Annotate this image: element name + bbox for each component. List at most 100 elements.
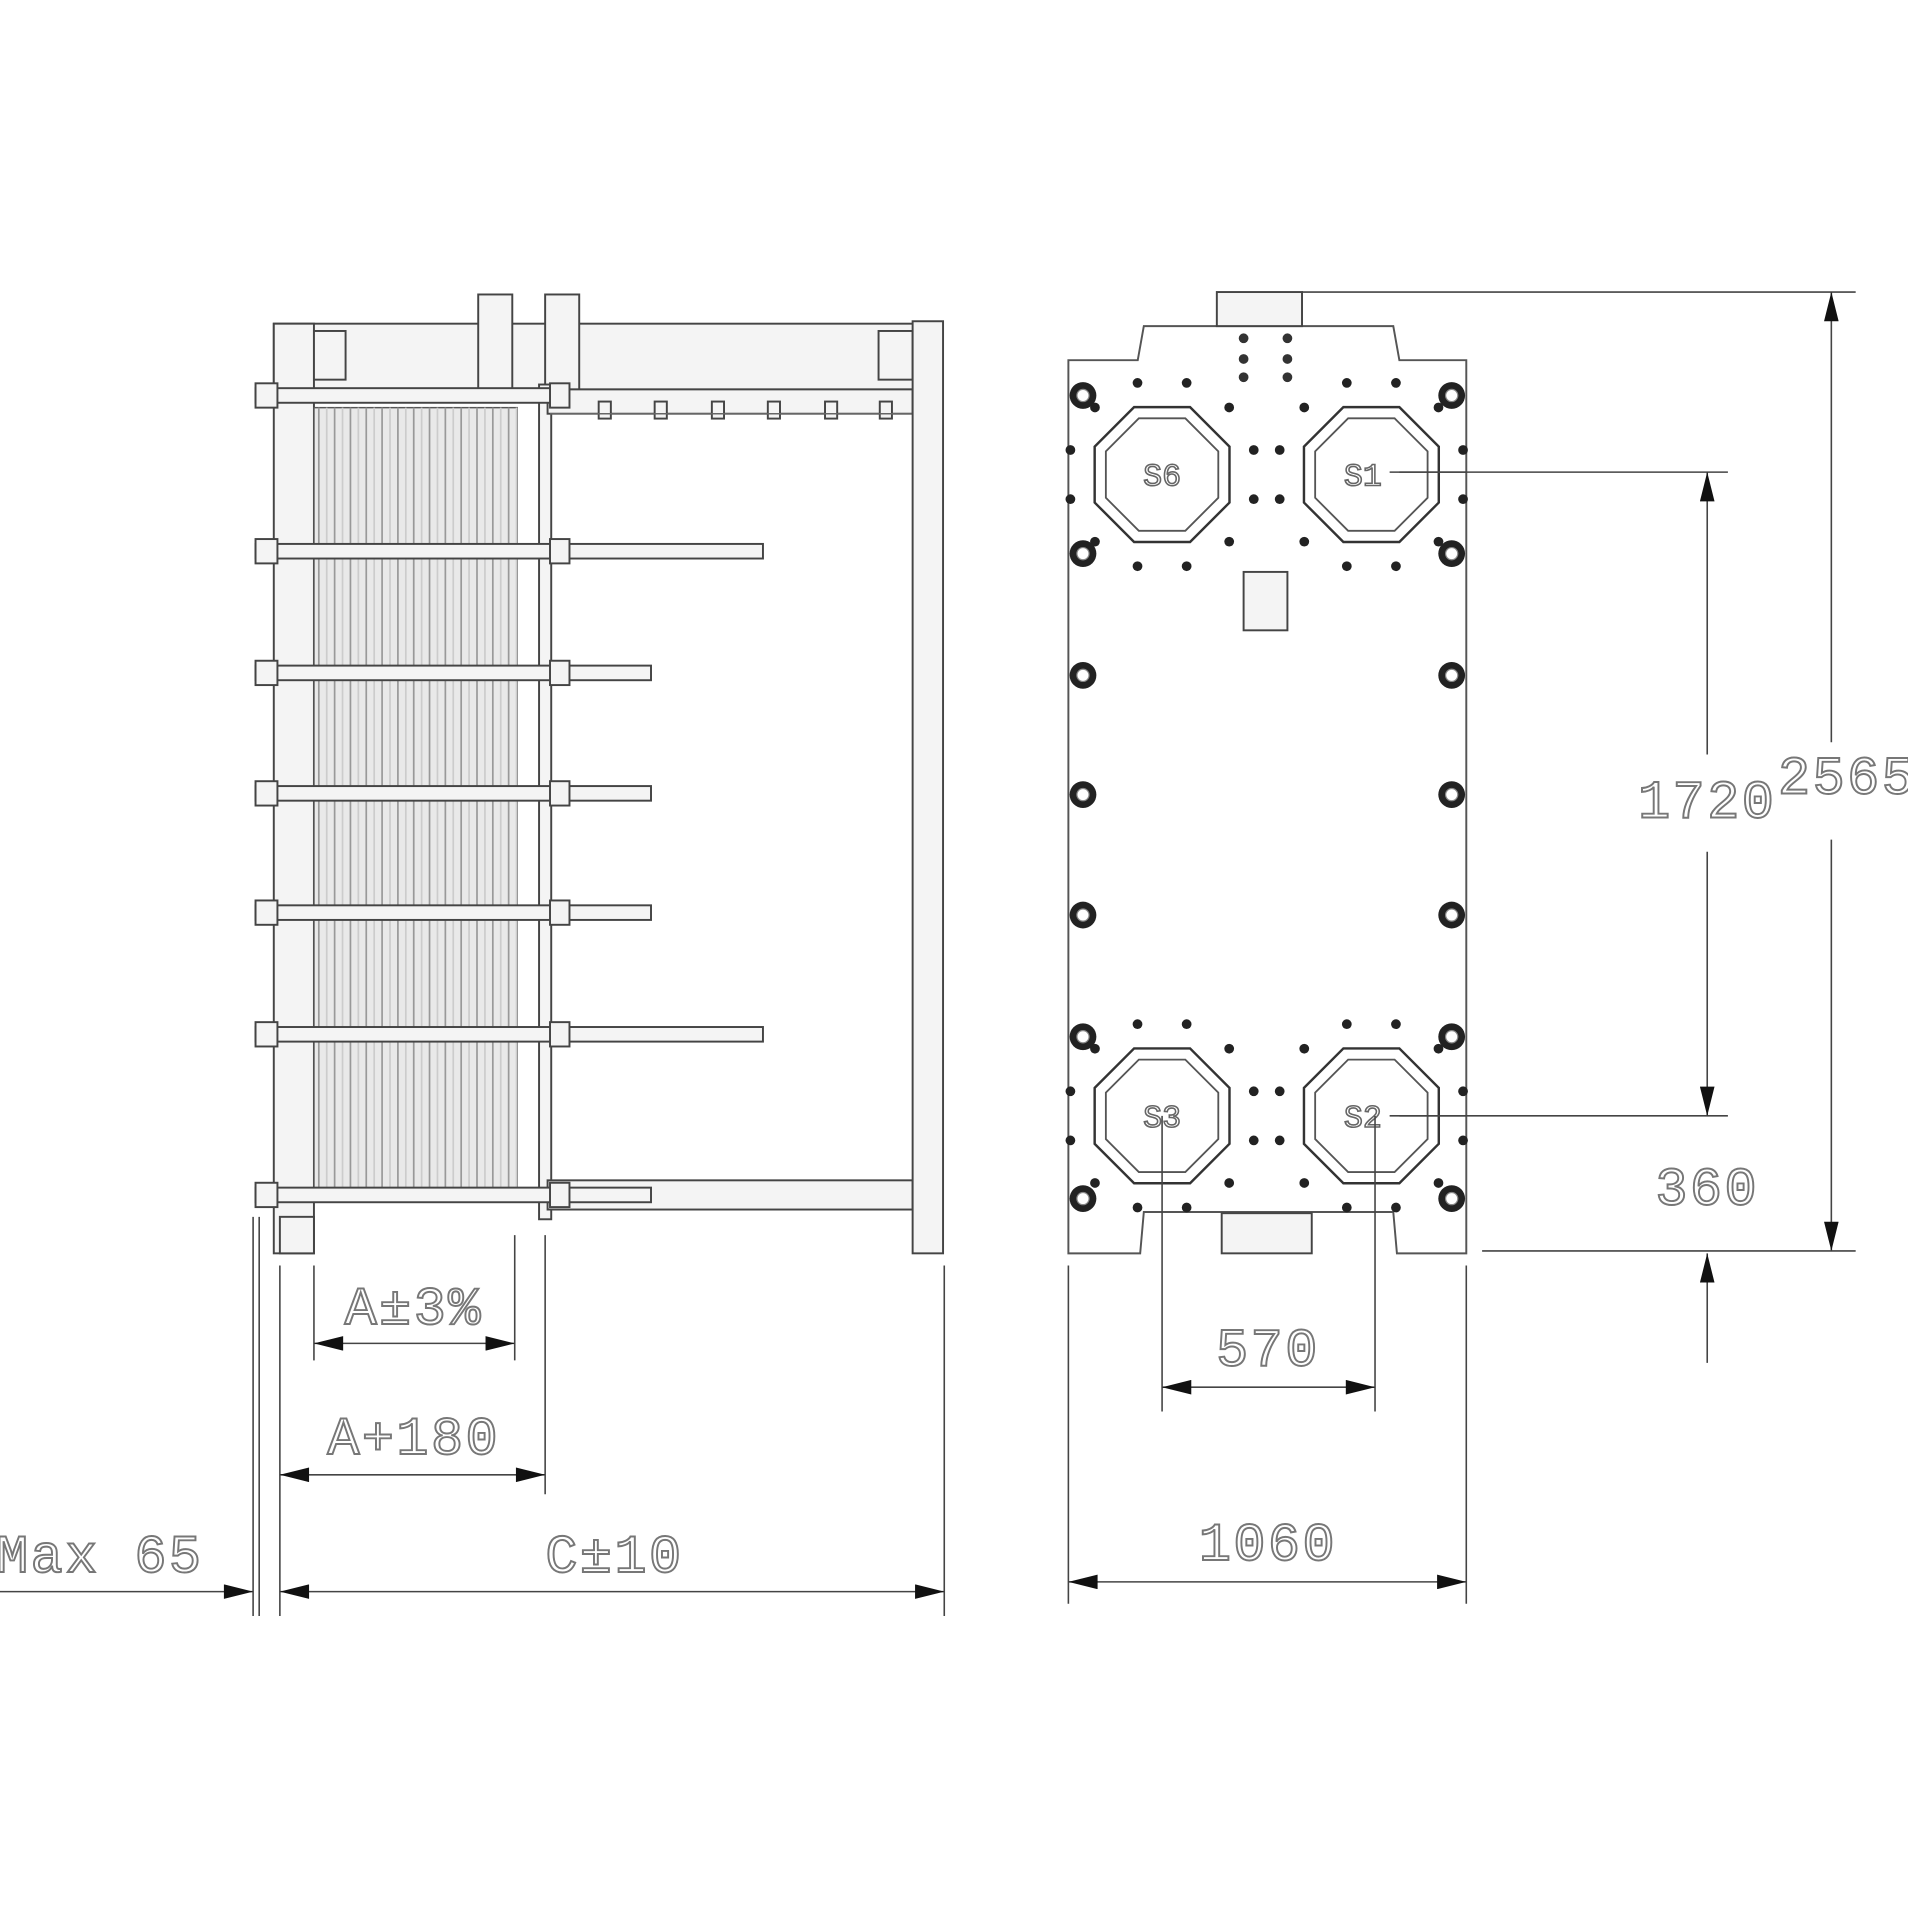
bolt-hole-icon	[1444, 1191, 1459, 1206]
dim-a-tolerance-label: A±3%	[345, 1280, 483, 1341]
port-bolt-icon	[1458, 494, 1468, 504]
port-bolt-icon	[1181, 1202, 1192, 1213]
port-bolt-icon	[1299, 1043, 1310, 1054]
port-label-s2: S2	[1344, 1102, 1382, 1137]
dim-570-label: 570	[1216, 1321, 1320, 1382]
port-bolt-icon	[1433, 1043, 1444, 1054]
port-bolt-icon	[1433, 536, 1444, 547]
port-bolt-icon	[1299, 536, 1310, 547]
hanger	[824, 400, 839, 420]
port-label-s1: S1	[1344, 461, 1382, 496]
port-bolt-icon	[1090, 1043, 1100, 1054]
bolt-nut	[549, 1181, 571, 1209]
port-bolt-icon	[1224, 1043, 1235, 1054]
port-bolt-icon	[1065, 494, 1076, 504]
bolt-nut	[254, 1181, 279, 1209]
tie-bolt	[254, 542, 764, 560]
port-label-s6: S6	[1143, 461, 1181, 496]
port-bolt-icon	[1224, 536, 1235, 547]
port-bolt-icon	[1341, 1202, 1352, 1213]
port-bolt-icon	[1274, 1086, 1285, 1097]
bolt-nut	[549, 1021, 571, 1048]
hanger-hole-icon	[1238, 372, 1249, 383]
port-bolt-icon	[1391, 1202, 1401, 1213]
port-gasket-outer	[1302, 405, 1441, 544]
top-hanger	[1215, 291, 1303, 328]
hanger	[766, 400, 781, 420]
tie-bolt	[254, 785, 652, 802]
side-view: A±3% A+180 C±10 Max 65	[0, 293, 946, 1616]
top-lug-right	[544, 293, 581, 391]
bolt-hole-icon	[1076, 546, 1090, 561]
plate-outline	[1067, 325, 1468, 1255]
frame-foot	[278, 1215, 315, 1255]
bolt-nut	[549, 538, 571, 565]
bolt-nut	[549, 659, 571, 687]
port-bolt-icon	[1181, 378, 1192, 388]
port-bolt-icon	[1224, 1178, 1235, 1188]
tie-bolt	[254, 1026, 764, 1043]
port-bolt-icon	[1065, 1135, 1076, 1146]
port-gasket-inner	[1104, 417, 1220, 532]
bolt-hole-icon	[1444, 388, 1459, 403]
bolt-nut	[549, 899, 571, 926]
port-bolt-icon	[1090, 536, 1100, 547]
port-bolt-icon	[1458, 1135, 1468, 1146]
bolt-nut	[254, 1021, 279, 1048]
bolt-nut	[254, 780, 279, 807]
port-gasket-inner	[1104, 1058, 1220, 1173]
port-bolt-icon	[1341, 561, 1352, 572]
bolt-hole-icon	[1076, 908, 1090, 922]
bolt-hole-icon	[1444, 787, 1459, 802]
port-bolt-icon	[1248, 445, 1259, 455]
port-bolt-icon	[1132, 561, 1143, 572]
hanger-hole-icon	[1282, 372, 1293, 383]
port-bolt-icon	[1065, 1086, 1076, 1097]
port-bolt-icon	[1458, 445, 1468, 455]
port-bolt-icon	[1299, 402, 1310, 413]
port-bolt-icon	[1341, 378, 1352, 388]
bolt-nut	[549, 780, 571, 807]
bolt-nut	[254, 382, 279, 409]
hanger	[878, 400, 893, 420]
ports	[1065, 378, 1468, 1213]
side-dimensions: A±3% A+180 C±10 Max 65	[0, 1216, 946, 1616]
port-bolt-icon	[1274, 445, 1285, 455]
bolt-hole-icon	[1076, 388, 1090, 403]
port-bolt-icon	[1341, 1019, 1352, 1030]
nameplate	[1242, 570, 1289, 632]
bolt-hole-icon	[1444, 908, 1459, 922]
hanger-hole-icon	[1282, 333, 1293, 344]
port-gasket-outer	[1302, 1047, 1441, 1185]
port-bolt-icon	[1391, 378, 1401, 388]
bolt-hole-icon	[1076, 1030, 1090, 1044]
port-bolt-icon	[1248, 1135, 1259, 1146]
port-bolt-icon	[1090, 402, 1100, 413]
bolt-nut	[254, 659, 279, 687]
hanger	[653, 400, 668, 420]
bottom-guide-slot	[1220, 1212, 1313, 1255]
port-bolt-icon	[1248, 494, 1259, 504]
bolt-hole-icon	[1444, 668, 1459, 683]
port-bolt-icon	[1433, 402, 1444, 413]
hanger-hole-icon	[1282, 354, 1293, 364]
bolt-nut	[254, 899, 279, 926]
port-gasket-outer	[1093, 1047, 1231, 1185]
hanger	[710, 400, 725, 420]
port-bolt-icon	[1132, 378, 1143, 388]
dim-2565-label: 2565	[1778, 749, 1908, 810]
bolt-nut	[254, 538, 279, 565]
tie-bolts	[254, 382, 764, 1209]
tie-bolt	[254, 664, 652, 682]
dim-c-tolerance-label: C±10	[545, 1528, 683, 1589]
hanger-hole-icon	[1238, 333, 1249, 344]
dim-max-label: Max 65	[0, 1528, 203, 1589]
support-column	[911, 320, 945, 1255]
tie-bolt	[254, 904, 652, 921]
bolt-hole-icon	[1076, 1191, 1090, 1206]
frame-bracket	[312, 330, 347, 381]
port-bolt-icon	[1391, 1019, 1401, 1030]
bolt-hole-icon	[1444, 546, 1459, 561]
